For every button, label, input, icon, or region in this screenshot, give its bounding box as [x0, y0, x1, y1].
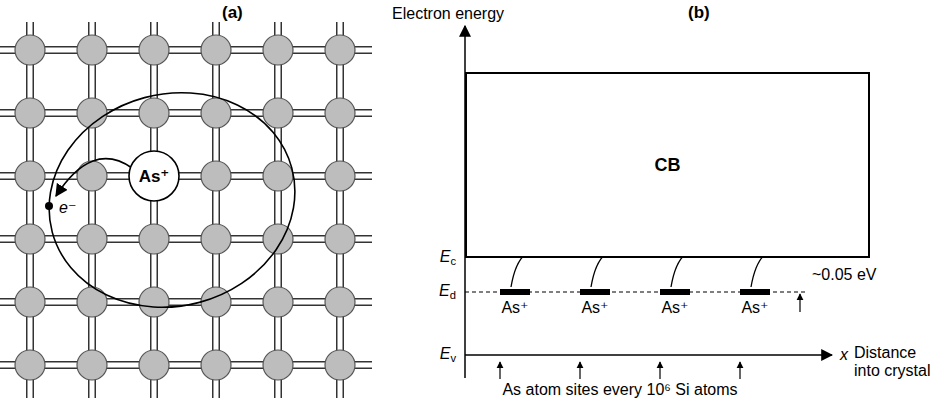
site-arrow — [579, 362, 580, 379]
si-atom — [77, 161, 107, 191]
axis-label: x — [840, 346, 848, 364]
si-atom — [263, 224, 293, 254]
si-atom — [325, 224, 355, 254]
electron-dot — [45, 202, 53, 210]
site-arrows — [500, 362, 740, 379]
si-atom — [139, 98, 169, 128]
bond — [152, 22, 157, 398]
distance-axis — [465, 354, 832, 356]
si-atom — [325, 98, 355, 128]
donor-label: As⁺ — [661, 299, 688, 317]
si-atom — [15, 98, 45, 128]
node-text: CB — [655, 155, 681, 176]
si-atom — [263, 98, 293, 128]
ion-circle — [129, 151, 179, 201]
si-atom — [263, 35, 293, 65]
bond — [214, 22, 219, 398]
bond — [276, 22, 281, 398]
si-atom — [15, 350, 45, 380]
bond — [26, 22, 34, 398]
arsenic-ion: As⁺ — [128, 150, 180, 202]
site-arrow — [499, 362, 500, 379]
donor-level — [500, 289, 530, 295]
si-atom — [263, 350, 293, 380]
gap-arrow — [799, 294, 800, 312]
si-atom — [77, 350, 107, 380]
si-atom — [139, 287, 169, 317]
electron-label: e⁻ — [57, 199, 78, 217]
energy-level-label: Ec — [440, 248, 456, 268]
bond — [0, 48, 372, 53]
energy-level-label: Ed — [439, 282, 456, 302]
orbit-arrow — [56, 159, 132, 196]
si-atom — [325, 287, 355, 317]
si-atom — [77, 224, 107, 254]
node-text: As⁺ — [139, 166, 170, 187]
bond — [0, 361, 372, 369]
electron-orbit — [25, 66, 319, 335]
bond — [0, 363, 372, 368]
panel-label: (b) — [688, 3, 710, 23]
donor-level — [660, 289, 690, 295]
bond — [336, 22, 344, 398]
si-atom — [201, 350, 231, 380]
si-atom — [201, 98, 231, 128]
si-atom — [263, 287, 293, 317]
silicon-lattice — [0, 22, 372, 398]
si-atom — [15, 161, 45, 191]
panel-label: (a) — [222, 3, 243, 23]
bond — [0, 111, 372, 116]
bond — [212, 22, 220, 398]
bond — [150, 22, 158, 398]
donor-label: As⁺ — [741, 299, 768, 317]
si-atom — [139, 224, 169, 254]
bond — [0, 300, 372, 305]
donor-level — [740, 289, 770, 295]
si-atom — [139, 350, 169, 380]
bond — [0, 109, 372, 117]
si-atom — [263, 161, 293, 191]
axis-label: ~0.05 eV — [812, 266, 877, 284]
energy-level-label: Ev — [440, 345, 456, 365]
axis-label: As atom sites every 10⁶ Si atoms — [502, 381, 737, 399]
si-atom — [201, 161, 231, 191]
si-atom — [77, 287, 107, 317]
si-atom — [201, 224, 231, 254]
donor-label: As⁺ — [501, 299, 528, 317]
si-atom — [77, 35, 107, 65]
donor-label: As⁺ — [581, 299, 608, 317]
bond — [90, 22, 95, 398]
si-atom — [15, 35, 45, 65]
si-atom — [15, 224, 45, 254]
bond — [274, 22, 282, 398]
bond — [88, 22, 96, 398]
si-atom — [15, 287, 45, 317]
si-atom — [325, 350, 355, 380]
site-arrow — [739, 362, 740, 379]
si-atom — [139, 35, 169, 65]
axis-label: Electron energy — [392, 5, 504, 23]
donor-level — [580, 289, 610, 295]
bond — [338, 22, 343, 398]
bond — [28, 22, 33, 398]
axis-label: Distance into crystal — [854, 344, 940, 381]
si-atom — [201, 35, 231, 65]
conduction-band: CB — [465, 72, 870, 258]
si-atom — [325, 35, 355, 65]
bond — [0, 46, 372, 54]
si-atom — [325, 161, 355, 191]
site-arrow — [659, 362, 660, 379]
